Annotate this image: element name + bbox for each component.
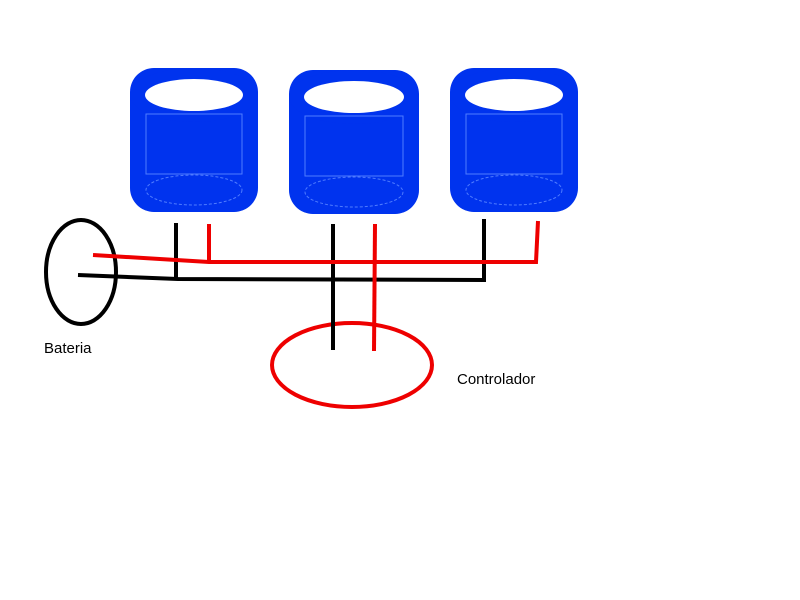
cylinder-3 — [450, 68, 578, 212]
cylinder-2-opening — [304, 81, 404, 113]
cylinder-1-inner-wall — [145, 113, 243, 175]
battery-label: Bateria — [44, 340, 92, 357]
positive-bus-wire — [92, 220, 540, 264]
cylinder-3-opening — [465, 79, 563, 111]
controller-label: Controlador — [457, 371, 536, 388]
controller-outline — [270, 321, 434, 409]
battery-outline — [44, 218, 118, 326]
cylinder-1 — [130, 68, 258, 212]
cylinder-1-inner-bottom — [145, 174, 243, 206]
negative-wiring — [77, 219, 486, 350]
cylinder-2-inner-wall — [304, 115, 404, 177]
cylinder-2 — [289, 70, 419, 214]
negative-bus-wire — [77, 219, 486, 283]
positive-wiring — [92, 220, 540, 352]
cylinder-2-inner-bottom — [304, 176, 404, 208]
positive-lead-controller — [372, 223, 377, 352]
cylinder-3-inner-wall — [465, 113, 563, 175]
cylinder-1-opening — [145, 79, 243, 111]
cylinder-3-inner-bottom — [465, 174, 563, 206]
